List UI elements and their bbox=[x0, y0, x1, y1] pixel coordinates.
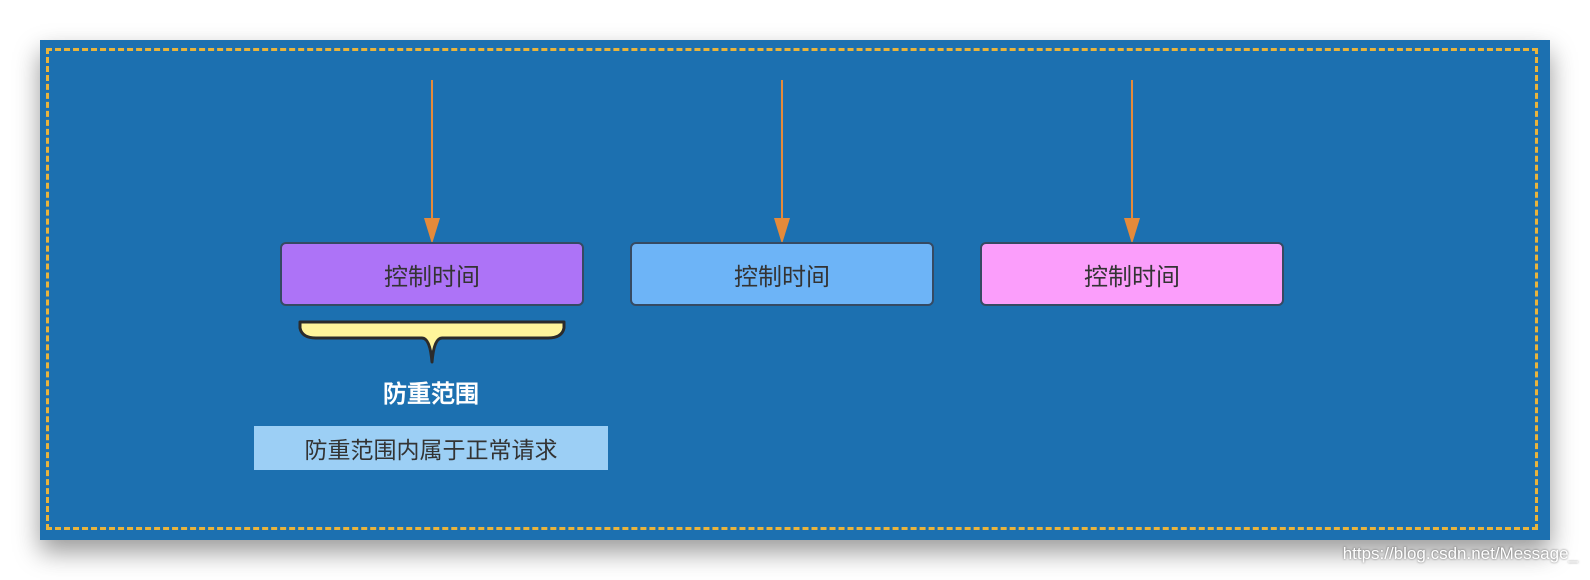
note-box: 防重范围内属于正常请求 bbox=[254, 426, 608, 470]
diagram-panel: 控制时间 控制时间 控制时间 防重范围 防重范围内属于正常请求 bbox=[40, 40, 1550, 540]
control-time-box-3: 控制时间 bbox=[980, 242, 1284, 306]
arrow-2-line bbox=[781, 80, 783, 240]
arrow-1-head bbox=[424, 218, 440, 244]
arrow-3-line bbox=[1131, 80, 1133, 240]
control-time-box-3-label: 控制时间 bbox=[1084, 262, 1180, 291]
control-time-box-2: 控制时间 bbox=[630, 242, 934, 306]
control-time-box-1: 控制时间 bbox=[280, 242, 584, 306]
control-time-box-1-label: 控制时间 bbox=[384, 262, 480, 291]
curly-brace bbox=[298, 320, 566, 364]
arrow-1-line bbox=[431, 80, 433, 240]
arrow-2-head bbox=[774, 218, 790, 244]
note-text: 防重范围内属于正常请求 bbox=[304, 438, 558, 464]
control-time-box-2-label: 控制时间 bbox=[734, 262, 830, 291]
dedup-range-label: 防重范围 bbox=[383, 380, 479, 408]
dashed-frame bbox=[46, 48, 1538, 530]
arrow-3-head bbox=[1124, 218, 1140, 244]
watermark: https://blog.csdn.net/Message_ bbox=[1342, 544, 1578, 563]
